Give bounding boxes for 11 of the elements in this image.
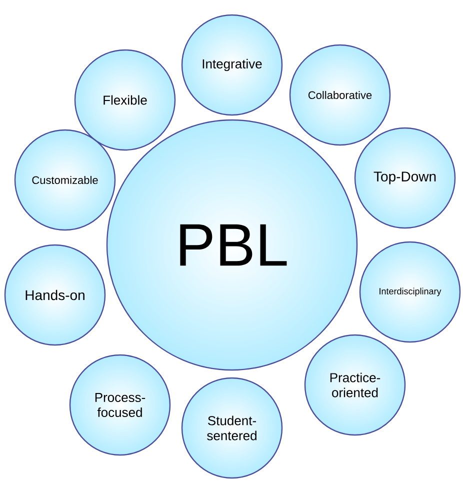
bubble: Hands-on	[4, 244, 106, 346]
bubble: Student-sentered	[181, 377, 283, 479]
bubble: Process-focused	[69, 354, 171, 456]
bubble: Integrative	[181, 14, 283, 116]
bubble: Top-Down	[354, 127, 456, 229]
bubble: Flexible	[74, 49, 176, 151]
bubble: Practice-oriented	[304, 334, 406, 436]
bubble: Customizable	[14, 129, 116, 231]
bubble: Interdisciplinary	[359, 241, 461, 343]
center-bubble: PBL	[106, 119, 358, 371]
bubble: Collaborative	[289, 44, 391, 146]
